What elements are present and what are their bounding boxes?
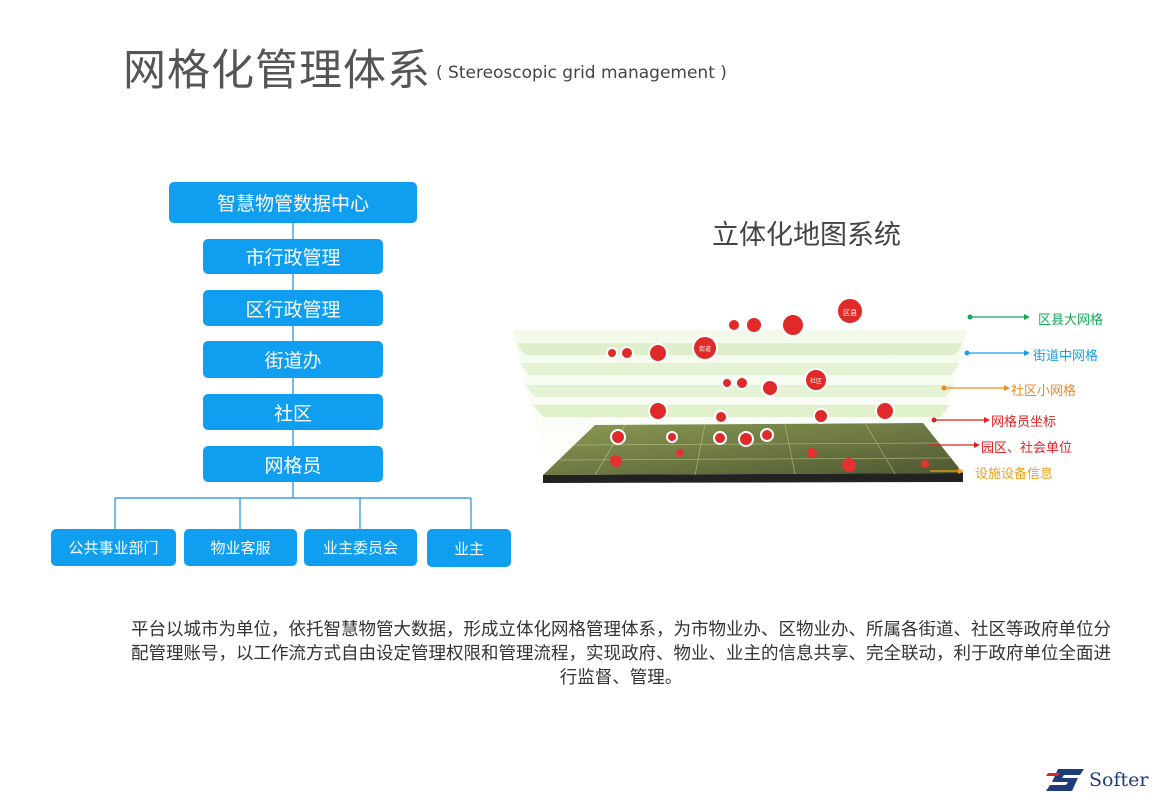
org-leaf-property: 物业客服 [184, 529, 297, 566]
org-leaf-public: 公共事业部门 [51, 529, 176, 566]
org-level-community: 社区 [203, 394, 383, 430]
org-level-district: 区行政管理 [203, 290, 383, 326]
legend-facilities: 设施设备信息 [975, 467, 1054, 482]
org-leaf-committee: 业主委员会 [304, 529, 417, 566]
description-text: 平台以城市为单位，依托智慧物管大数据，形成立体化网格管理体系，为市物业办、区物业… [131, 620, 1111, 688]
legend-arrows [930, 314, 1030, 474]
org-leaf-owner: 业主 [427, 529, 511, 567]
legend-district-grid: 区县大网格 [1038, 313, 1104, 328]
brand-name: Softer [1089, 769, 1149, 791]
stereoscopic-map-illustration: 区县 街道 社区 [513, 297, 967, 483]
softer-logo-icon [1046, 769, 1084, 791]
org-level-street: 街道办 [203, 341, 383, 378]
page-subtitle: ( Stereoscopic grid management ) [436, 63, 727, 83]
legend-street-grid: 街道中网格 [1033, 349, 1099, 364]
map-title: 立体化地图系统 [712, 220, 901, 251]
org-level-grid-member: 网格员 [203, 446, 383, 482]
org-root-box: 智慧物管数据中心 [169, 182, 417, 223]
pin-district-label: 区县 [843, 309, 857, 317]
pin-community-label: 社区 [810, 377, 822, 385]
page-title: 网格化管理体系 [123, 46, 431, 96]
legend-community-grid: 社区小网格 [1011, 384, 1077, 399]
org-level-city: 市行政管理 [203, 239, 383, 274]
legend-grid-member-coord: 网格员坐标 [991, 415, 1057, 430]
legend-park-units: 园区、社会单位 [981, 441, 1073, 456]
pin-street-label: 街道 [699, 345, 711, 353]
